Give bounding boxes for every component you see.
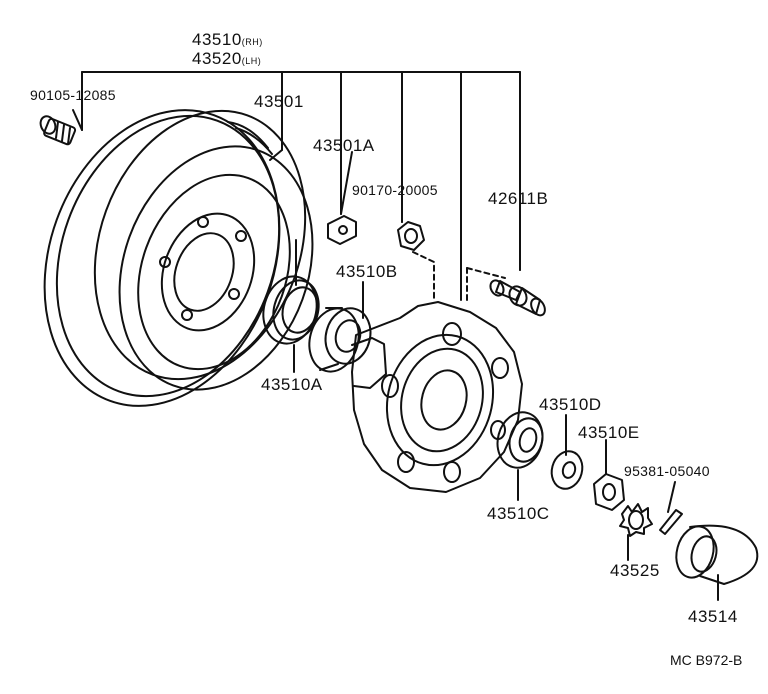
grease-cap-43514 [675, 524, 759, 585]
brake-drum [43, 109, 314, 407]
hub-nut-43510E [593, 473, 625, 511]
hub-bolt-42611B [489, 279, 546, 317]
label-grease-cap: 43514 [688, 607, 738, 626]
assembly-part-rh: 43510 [192, 30, 242, 49]
inner-bearing-43510B [308, 307, 372, 373]
nut-90170-20005 [397, 221, 425, 251]
label-nut-lower: 90170-20005 [352, 182, 438, 198]
label-cotter-pin: 95381-05040 [624, 463, 710, 479]
label-seal: 43510A [261, 375, 323, 394]
label-inner-bearing: 43510B [336, 262, 398, 281]
cotter-pin-95381-05040 [659, 509, 683, 535]
nut-lock-43525 [619, 503, 653, 537]
lh-suffix: (LH) [241, 56, 262, 66]
outer-bearing-43510C [496, 411, 544, 469]
label-drum: 43501 [254, 92, 304, 111]
assembly-label-lh: 43520(LH) [192, 50, 261, 70]
drawing-reference: MC B972-B [670, 652, 743, 668]
label-plug: 43501A [313, 136, 375, 155]
rh-suffix: (RH) [241, 37, 263, 47]
assembly-label-rh: 43510(RH) [192, 31, 263, 51]
label-bolt: 90105-12085 [30, 87, 116, 103]
label-outer-bearing: 43510C [487, 504, 550, 523]
bolt-90105-12085 [39, 115, 77, 146]
assembly-part-lh: 43520 [192, 49, 242, 68]
leader-lines [72, 109, 719, 601]
axle-hub [351, 301, 523, 493]
washer-43510D [550, 450, 584, 490]
label-nut-lock: 43525 [610, 561, 660, 580]
label-hub-bolt: 42611B [488, 189, 549, 208]
oil-seal-43510A [262, 275, 320, 345]
label-washer: 43510D [539, 395, 602, 414]
plug-43501A [327, 215, 357, 245]
label-hub-nut: 43510E [578, 423, 640, 442]
assembly-bracket [81, 71, 521, 301]
